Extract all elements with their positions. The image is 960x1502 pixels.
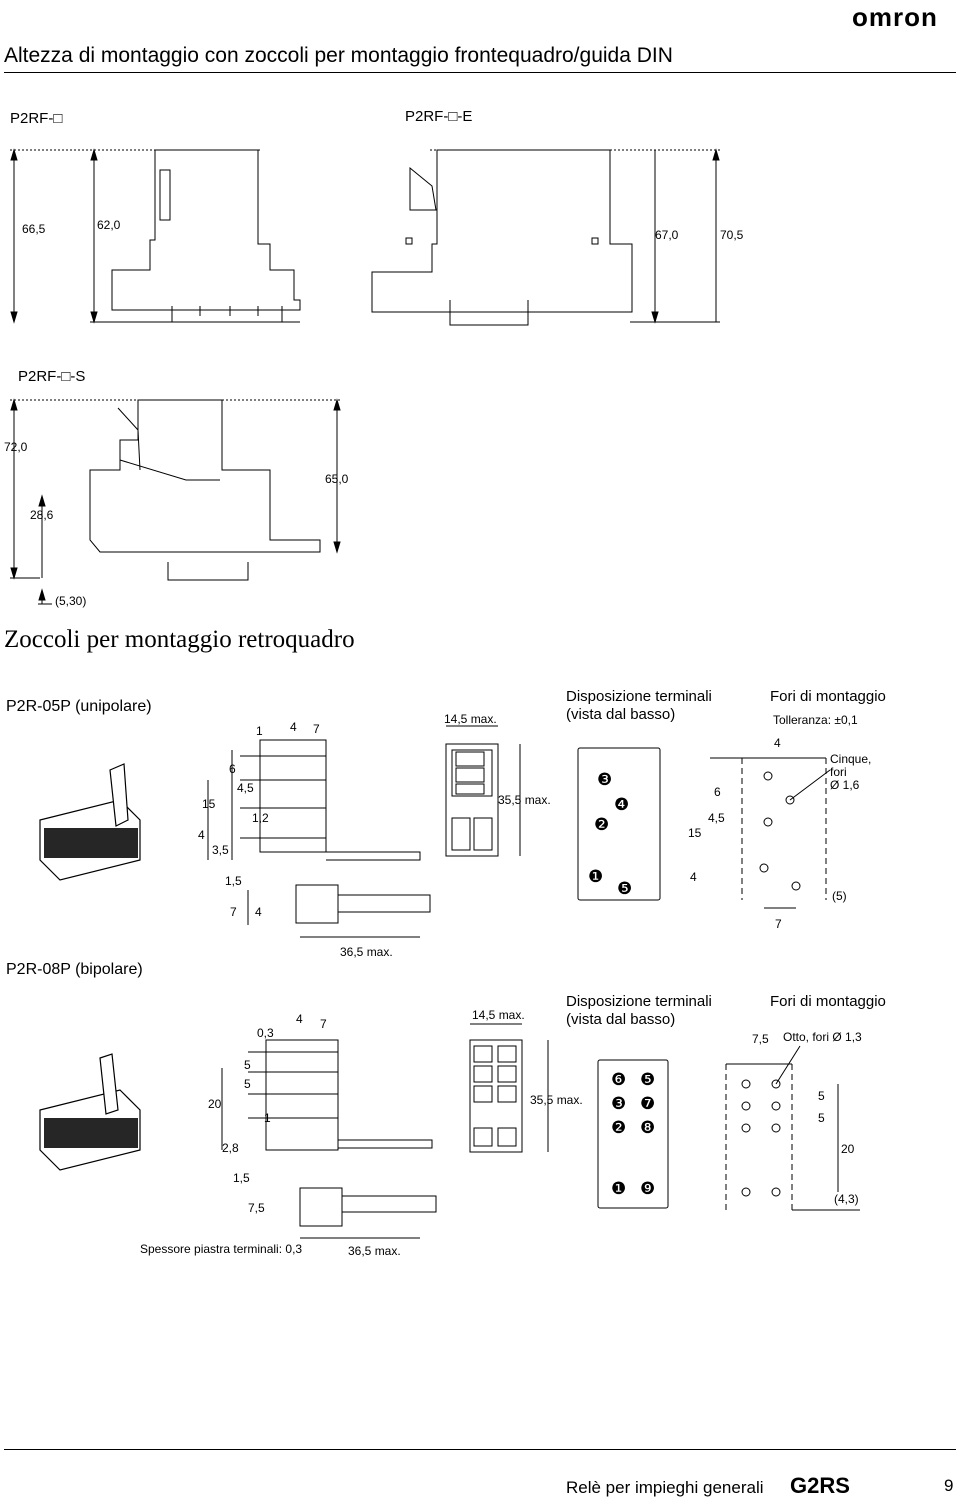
p2r05p-dim-35-5: 35,5 max. [498, 793, 551, 807]
p2r05p-dim-36-5: 36,5 max. [340, 945, 393, 959]
p2r05p-title: P2R-05P (unipolare) [6, 698, 152, 715]
p2r08p-dim-14-5: 14,5 max. [472, 1008, 525, 1022]
p2r08p-terminal-1: ❶ [611, 1179, 627, 1198]
dim-5-30: (5,30) [55, 594, 87, 608]
p2r08p-hole-dim-7-5: 7,5 [752, 1032, 769, 1046]
p2r05p-dim-4: 4 [290, 720, 297, 734]
p2r05p-dim-4c: 4 [255, 905, 262, 919]
p2r05p-dim-1-5: 1,5 [225, 874, 242, 888]
p2r08p-terminal-2: ❷ [611, 1118, 627, 1137]
p2r05p-dim-15: 15 [202, 797, 216, 811]
label-p2rf: P2RF-□ [10, 110, 63, 127]
p2r05p-terminals-subtitle: (vista dal basso) [566, 706, 676, 723]
p2r05p-holes-note-1: Cinque, [830, 752, 872, 766]
dim-62-0: 62,0 [97, 218, 121, 232]
p2r05p-hole-dim-7: 7 [775, 917, 782, 931]
p2r08p-holes-title: Fori di montaggio [770, 993, 886, 1010]
p2r08p-terminals-subtitle: (vista dal basso) [566, 1011, 676, 1028]
p2r08p-hole-dim-5b: 5 [818, 1111, 825, 1125]
p2r08p-dim-1-5: 1,5 [233, 1171, 250, 1185]
p2r05p-holes-title: Fori di montaggio [770, 688, 886, 705]
p2r05p-dim-4-5: 4,5 [237, 781, 254, 795]
label-p2rf-e: P2RF-□-E [405, 108, 473, 125]
p2r08p-dim-4: 4 [296, 1012, 303, 1026]
p2r05p-hole-dim-4b: 4 [690, 870, 697, 884]
p2r05p-terminals-title: Disposizione terminali [566, 688, 712, 705]
dim-70-5: 70,5 [720, 228, 744, 242]
p2r08p-terminal-3: ❸ [611, 1094, 627, 1113]
footer-text: Relè per impieghi generali [566, 1478, 764, 1497]
p2r08p-hole-dim-20: 20 [841, 1142, 855, 1156]
p2r08p-hole-dim-4-3: (4,3) [834, 1192, 859, 1206]
p2r08p-dim-7: 7 [320, 1017, 327, 1031]
p2r08p-dim-20: 20 [208, 1097, 222, 1111]
p2r05p-dim-4b: 4 [198, 828, 205, 842]
footer-rule [4, 1449, 956, 1450]
p2r05p-hole-dim-5: (5) [832, 889, 847, 903]
p2r08p-title: P2R-08P (bipolare) [6, 961, 143, 978]
p2r08p-dim-2-8: 2,8 [222, 1141, 239, 1155]
p2r08p-dim-5a: 5 [244, 1058, 251, 1072]
p2r05p-hole-dim-4: 4 [774, 736, 781, 750]
p2r05p-hole-dim-6: 6 [714, 785, 721, 799]
p2r08p-dim-5b: 5 [244, 1077, 251, 1091]
dim-66-5: 66,5 [22, 222, 46, 236]
p2r05p-tolerance: Tolleranza: ±0,1 [773, 713, 858, 727]
p2r08p-dim-0-3: 0,3 [257, 1026, 274, 1040]
p2r08p-dim-35-5: 35,5 max. [530, 1093, 583, 1107]
dim-67-0: 67,0 [655, 228, 679, 242]
p2r08p-max-length: 36,5 max. [348, 1244, 401, 1258]
p2r08p-terminal-5: ❺ [640, 1070, 656, 1089]
footer-product: G2RS [790, 1473, 850, 1498]
p2r05p-hole-dim-15: 15 [688, 826, 702, 840]
p2r08p-terminal-4: ❻ [611, 1070, 627, 1089]
p2r05p-holes-note-3: Ø 1,6 [830, 778, 860, 792]
p2r05p-dim-3-5: 3,5 [212, 843, 229, 857]
p2r05p-terminal-2: ❷ [594, 815, 610, 834]
p2r05p-terminal-4: ❹ [614, 795, 630, 814]
heading-rule [4, 72, 956, 73]
p2r05p-dim-1: 1 [256, 724, 263, 738]
p2r05p-dim-7b: 7 [230, 905, 237, 919]
p2r05p-terminal-1: ❶ [588, 867, 604, 886]
dim-72-0: 72,0 [4, 440, 28, 454]
p2r08p-terminal-8: ❾ [640, 1179, 656, 1198]
p2r08p-dim-7-5: 7,5 [248, 1201, 265, 1215]
label-p2rf-s: P2RF-□-S [18, 368, 86, 385]
p2r08p-holes-note: Otto, fori Ø 1,3 [783, 1030, 862, 1044]
omron-logo: omron [852, 2, 938, 32]
section-heading: Zoccoli per montaggio retroquadro [4, 626, 355, 653]
p2r08p-hole-dim-5a: 5 [818, 1089, 825, 1103]
p2r05p-dim-14-5: 14,5 max. [444, 712, 497, 726]
p2r05p-terminal-5: ❺ [617, 879, 633, 898]
p2r08p-terminals-title: Disposizione terminali [566, 993, 712, 1010]
footer-page-number: 9 [944, 1476, 954, 1495]
p2r08p-terminal-7: ❽ [640, 1118, 656, 1137]
p2r05p-terminal-3: ❸ [597, 770, 613, 789]
p2r08p-thickness-note: Spessore piastra terminali: 0,3 [140, 1242, 303, 1256]
p2r05p-dim-7: 7 [313, 722, 320, 736]
p2r08p-terminal-6: ❼ [640, 1094, 656, 1113]
p2r05p-holes-note-2: fori [830, 765, 847, 779]
p2r05p-hole-dim-4-5: 4,5 [708, 811, 725, 825]
page-heading: Altezza di montaggio con zoccoli per mon… [4, 44, 673, 67]
